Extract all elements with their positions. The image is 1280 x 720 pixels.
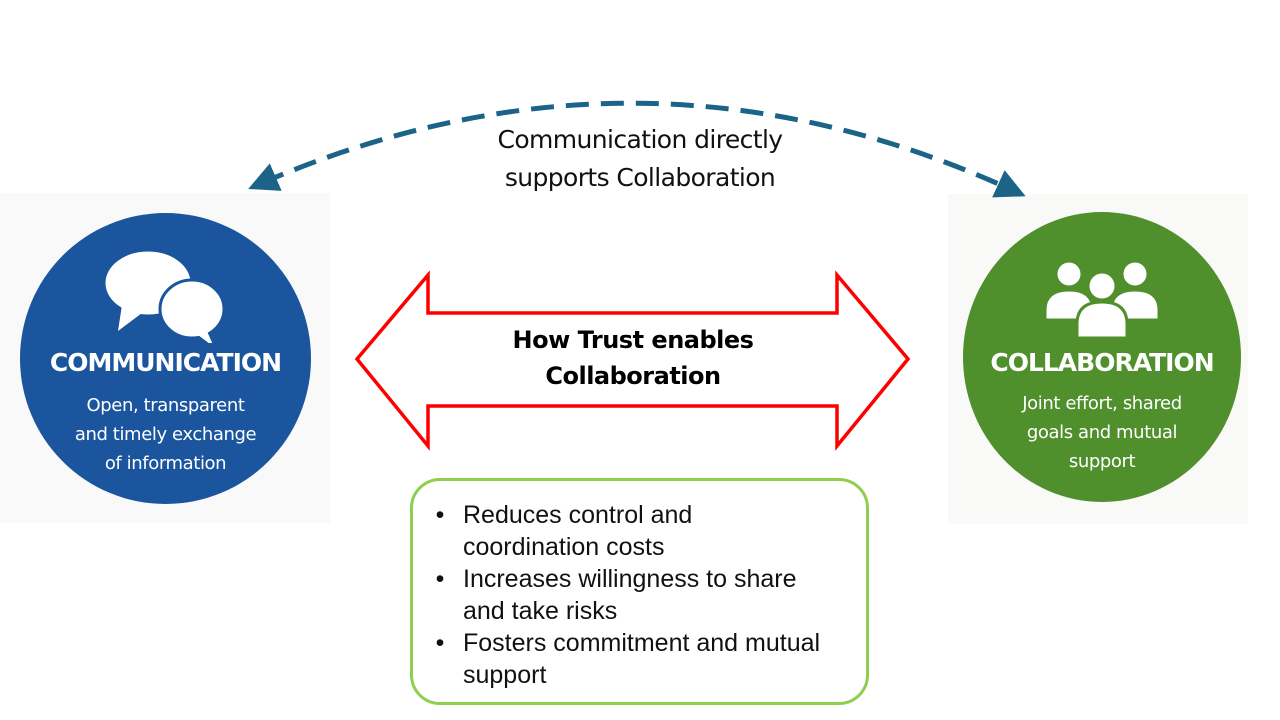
benefit-item: • Reduces control and coordination costs [436, 499, 863, 563]
communication-node: COMMUNICATION Open, transparent and time… [20, 213, 311, 504]
collaboration-title: COLLABORATION [990, 348, 1214, 377]
trust-arrow-label: How Trust enables Collaboration [430, 322, 836, 394]
benefit-line: Increases willingness to share [463, 565, 797, 593]
dashed-connector-arc [248, 100, 1026, 198]
communication-description-line: Open, transparent [86, 395, 245, 416]
trust-benefits-box: • Reduces control and coordination costs… [410, 478, 869, 705]
communication-title: COMMUNICATION [49, 348, 282, 377]
benefit-line: support [463, 661, 547, 689]
communication-description: Open, transparent and timely exchange of… [20, 391, 311, 478]
collaboration-node: COLLABORATION Joint effort, shared goals… [963, 212, 1241, 502]
bullet-icon: • [435, 629, 445, 657]
bullet-icon: • [435, 501, 445, 529]
benefit-item: • Fosters commitment and mutual support [436, 627, 863, 691]
benefit-line: Reduces control and [463, 501, 693, 529]
communication-description-line: of information [104, 453, 227, 474]
collaboration-description: Joint effort, shared goals and mutual su… [963, 389, 1241, 476]
trust-arrow-label-line: Collaboration [545, 362, 721, 390]
collaboration-description-line: support [1068, 451, 1136, 472]
benefits-list: • Reduces control and coordination costs… [436, 499, 863, 691]
benefit-item: • Increases willingness to share and tak… [436, 563, 863, 627]
benefit-line: coordination costs [463, 533, 665, 561]
bullet-icon: • [435, 565, 445, 593]
connector-label-line: supports Collaboration [504, 163, 776, 192]
trust-arrow-label-line: How Trust enables [512, 326, 754, 354]
communication-description-line: and timely exchange [74, 424, 257, 445]
connector-label-line: Communication directly [497, 125, 783, 154]
benefit-line: Fosters commitment and mutual [463, 629, 821, 657]
connector-label: Communication directly supports Collabor… [440, 121, 840, 197]
collaboration-description-line: Joint effort, shared [1022, 393, 1182, 414]
speech-bubbles-icon [20, 243, 311, 347]
people-group-icon [963, 259, 1241, 342]
benefit-line: and take risks [463, 597, 618, 625]
collaboration-description-line: goals and mutual [1026, 422, 1178, 443]
trust-double-arrow [354, 270, 911, 451]
